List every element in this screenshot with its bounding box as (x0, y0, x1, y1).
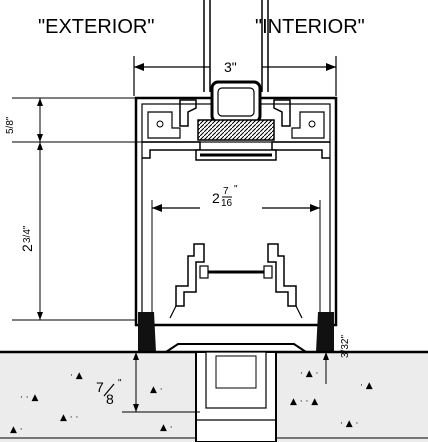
inner-width-dimension: 2 7 16 " (151, 184, 321, 320)
svg-text:▲ · · ▲: ▲ · · ▲ (290, 397, 318, 407)
recess-denominator: 8 (106, 391, 114, 407)
svg-text:▲ ·: ▲ · (160, 423, 173, 433)
svg-text:· · ▲: · · ▲ (20, 393, 38, 403)
gap-label: 3/32" (340, 335, 351, 358)
gap-dimension: 3/32" (323, 335, 351, 384)
inner-width-denominator: 16 (221, 198, 233, 209)
sealant-beads (138, 312, 334, 352)
svg-text:▲ ·: ▲ · (10, 425, 23, 435)
exterior-label: "EXTERIOR" (38, 16, 154, 38)
height-dimension: 2 3/4" (12, 142, 136, 321)
recess-inch: " (118, 378, 122, 389)
anchor-clip (169, 243, 303, 319)
svg-text:▲ · ·: ▲ · · (60, 413, 78, 423)
glazing-gasket (197, 80, 275, 141)
inner-width-numerator: 7 (223, 186, 229, 197)
recess-dimension: 7 8 " (96, 351, 200, 413)
interior-label: "INTERIOR" (255, 16, 365, 38)
height-whole-label: 2 (19, 244, 35, 252)
inner-width-whole: 2 (212, 190, 220, 206)
svg-text:· ▲: · ▲ (360, 381, 373, 391)
recess-numerator: 7 (96, 379, 104, 395)
concrete-substrate: · ▲ · · ▲ ▲ · ▲ · ▲ · · · ▲ · ▲ · · ▲ · … (0, 343, 428, 442)
height-fraction-label: 3/4" (22, 225, 33, 243)
inner-width-inch: " (234, 184, 238, 195)
glass-panes (203, 0, 269, 92)
overall-width-dimension: 3" (133, 56, 337, 96)
top-offset-label: 5/8" (5, 116, 16, 134)
svg-text:· ▲: · ▲ (70, 371, 83, 381)
top-offset-dimension: 5/8" (5, 97, 142, 143)
svg-text:▲ ·: ▲ · (150, 385, 163, 395)
svg-text:· ▲ ·: · ▲ · (300, 369, 318, 379)
svg-text:· ▲ ·: · ▲ · (340, 419, 358, 429)
overall-width-label: 3" (224, 59, 237, 75)
